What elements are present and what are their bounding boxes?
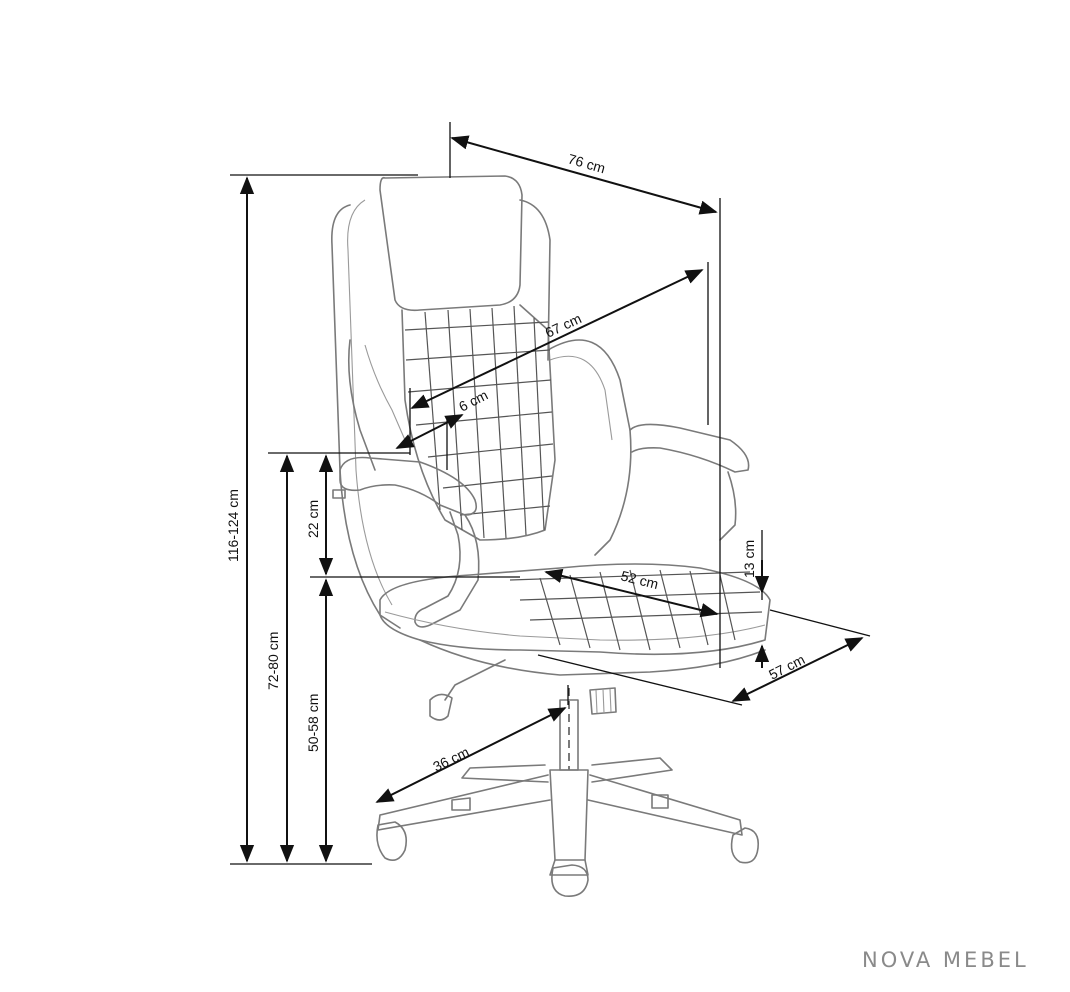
dim-overall-depth	[731, 637, 864, 702]
label-seat-depth: 52 cm	[619, 567, 660, 592]
dim-armrest-thickness	[395, 414, 464, 449]
dimension-lines	[230, 122, 871, 865]
dim-overall-width	[450, 135, 718, 215]
label-base-radius: 36 cm	[430, 744, 471, 775]
label-armrest-thickness: 6 cm	[456, 387, 490, 415]
brand-logo-text: NOVA MEBEL	[862, 948, 1029, 972]
label-overall-height: 116-124 cm	[225, 489, 241, 562]
dim-backrest-width	[410, 269, 704, 409]
label-seat-height: 50-58 cm	[305, 694, 321, 752]
label-armrest-to-seat: 22 cm	[305, 500, 321, 538]
dim-seat-depth	[544, 568, 719, 618]
quilt-grid	[404, 305, 554, 539]
dim-base-radius	[375, 707, 567, 803]
chair-illustration	[331, 175, 771, 897]
label-overall-depth: 57 cm	[766, 651, 807, 683]
label-armrest-height: 72-80 cm	[265, 632, 281, 690]
label-seat-thickness: 13 cm	[741, 540, 757, 578]
